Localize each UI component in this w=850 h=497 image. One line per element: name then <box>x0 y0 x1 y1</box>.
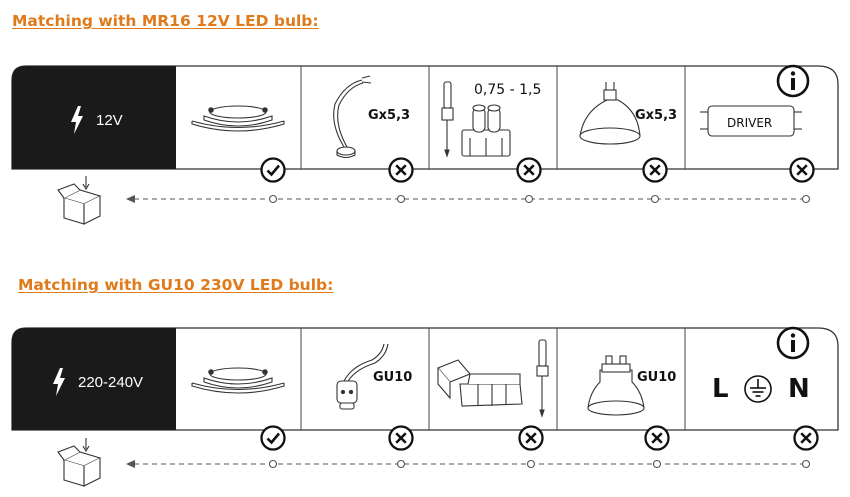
product-strip <box>11 326 839 487</box>
cross-icon <box>518 425 544 451</box>
package-box-icon <box>57 438 102 487</box>
socket-label: GU10 <box>373 370 413 385</box>
gu10-socket-icon <box>336 343 389 410</box>
section-title-gu10: Matching with GU10 230V LED bulb: <box>18 276 334 294</box>
cross-icon <box>388 157 414 183</box>
socket-label: GU10 <box>637 370 677 385</box>
check-icon <box>260 425 286 451</box>
cross-icon <box>642 157 668 183</box>
section-mr16: 12V Gx5,3 0,75 - 1,5 Gx5,3 DRIVER <box>0 64 850 234</box>
section-gu10: 220-240V GU10 GU10 L N <box>0 326 850 496</box>
info-icon <box>776 326 810 360</box>
driver-label: DRIVER <box>727 116 773 130</box>
terminal-block-screwdriver-icon <box>437 339 549 418</box>
cross-icon <box>388 425 414 451</box>
gu10-bulb-icon <box>587 355 645 416</box>
live-label: L <box>712 374 729 404</box>
gooseneck-lamp-icon <box>333 75 372 159</box>
lightning-icon <box>71 106 83 134</box>
dashed-arrow-line <box>126 194 811 204</box>
section-title-mr16: Matching with MR16 12V LED bulb: <box>12 12 319 30</box>
lightning-icon <box>53 368 65 396</box>
cross-icon <box>789 157 815 183</box>
mr16-bulb-icon <box>579 82 641 145</box>
downlight-frame-icon <box>191 367 285 394</box>
check-icon <box>260 157 286 183</box>
voltage-text: 220-240V <box>78 373 144 391</box>
voltage-box <box>12 66 176 169</box>
cross-icon <box>644 425 670 451</box>
neutral-label: N <box>788 374 810 404</box>
voltage-text: 12V <box>96 111 123 129</box>
cross-icon <box>793 425 819 451</box>
driver-box-icon <box>700 105 802 137</box>
product-strip <box>11 64 839 225</box>
voltage-label: 12V <box>70 106 123 134</box>
socket-label: Gx5,3 <box>368 108 411 123</box>
voltage-box <box>12 328 176 430</box>
socket-label: Gx5,3 <box>635 108 678 123</box>
wire-gauge-label: 0,75 - 1,5 <box>474 82 542 98</box>
info-icon <box>776 64 810 98</box>
dashed-arrow-line <box>126 459 811 469</box>
downlight-frame-icon <box>191 105 285 132</box>
screwdriver-terminal-block-icon <box>441 81 511 158</box>
ground-icon <box>744 375 772 403</box>
voltage-label: 220-240V <box>52 368 143 396</box>
package-box-icon <box>57 176 102 225</box>
cross-icon <box>516 157 542 183</box>
